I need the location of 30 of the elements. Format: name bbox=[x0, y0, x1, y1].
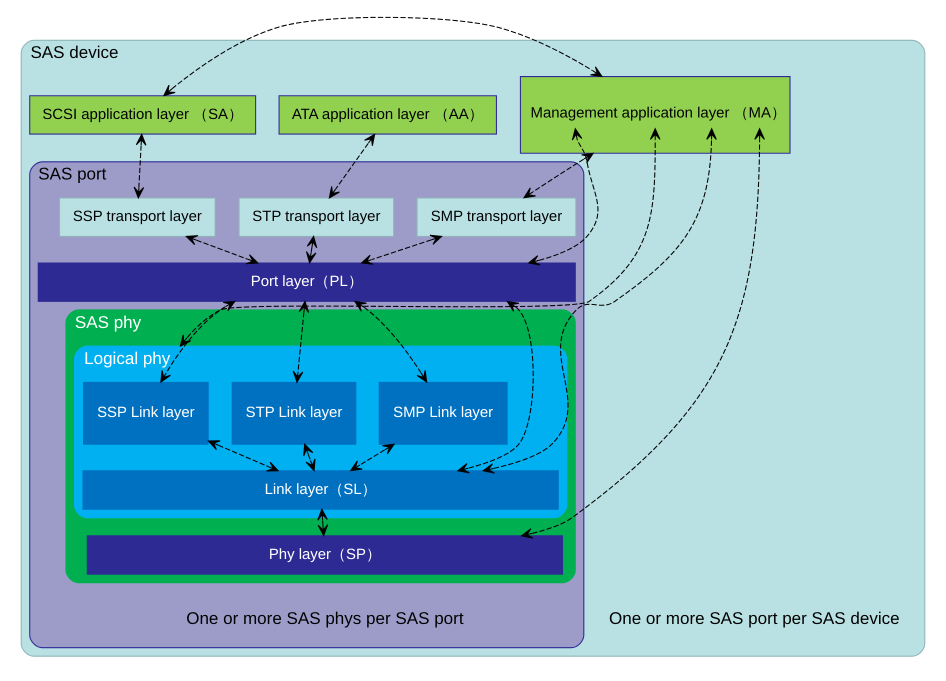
arrow bbox=[521, 128, 765, 538]
node-box: ATA application layer （AA） bbox=[278, 94, 497, 134]
node-box: SMP transport layer bbox=[416, 197, 576, 236]
node-box: SSP Link layer bbox=[83, 381, 209, 444]
arrow bbox=[528, 128, 598, 266]
arrow bbox=[350, 443, 395, 471]
arrow bbox=[360, 234, 442, 264]
arrow bbox=[303, 443, 316, 471]
node-box: SSP transport layer bbox=[59, 197, 216, 236]
arrow bbox=[134, 133, 146, 198]
node-box: STP transport layer bbox=[238, 197, 394, 236]
node-box: Port layer（PL） bbox=[38, 262, 576, 302]
node-box: SCSI application layer （SA） bbox=[29, 94, 256, 134]
arrow bbox=[180, 128, 661, 346]
arrow bbox=[163, 16, 602, 96]
arrow bbox=[317, 508, 328, 536]
arrow bbox=[457, 300, 534, 473]
arrow bbox=[208, 440, 279, 472]
arrow bbox=[328, 133, 376, 198]
arrow bbox=[186, 234, 258, 264]
arrow bbox=[482, 128, 717, 474]
node-box: Phy layer（SP） bbox=[86, 534, 564, 574]
arrow bbox=[160, 300, 236, 382]
node-box: STP Link layer bbox=[232, 381, 356, 444]
node-box: Management application layer （MA） bbox=[520, 76, 791, 154]
node-box: Link layer（SL） bbox=[82, 470, 559, 510]
node-box: SMP Link layer bbox=[378, 381, 508, 444]
arrow bbox=[523, 152, 594, 198]
arrow bbox=[292, 300, 310, 382]
arrow bbox=[306, 235, 318, 263]
